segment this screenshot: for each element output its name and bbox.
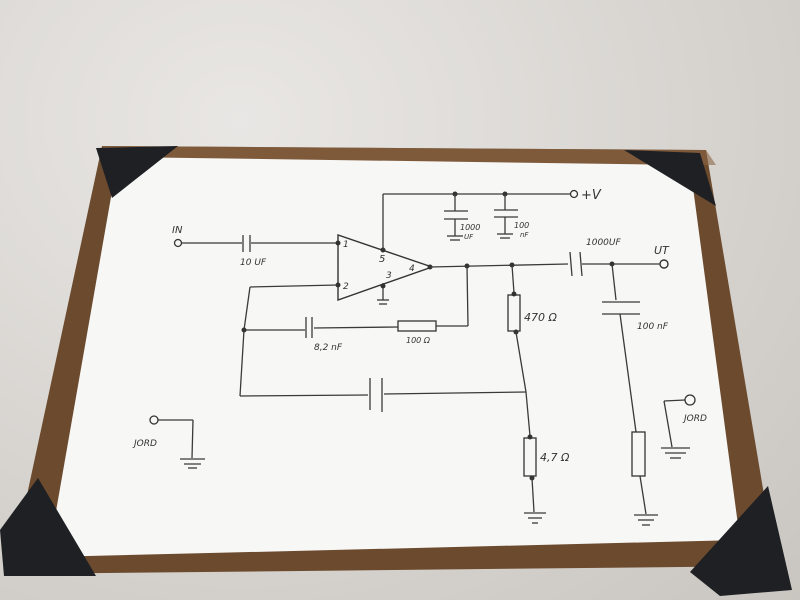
label-c-out: 1000UF [586,238,621,248]
label-ground-right: JORD [682,414,707,424]
label-supply: +V [581,188,602,203]
label-ground-left: JORD [132,439,157,449]
output-cap-plate-1 [569,251,573,277]
shunt-wire-mid [619,313,637,433]
output-terminal [659,259,669,269]
label-pin5: 5 [379,254,385,265]
label-r-47: 4,7 Ω [540,451,570,464]
resistor-4-7-ohm [523,437,537,477]
output-junction-2 [509,262,515,268]
corner-clip-top-left [96,146,178,198]
corner-clip-bottom-right [690,486,792,596]
r470-top-dot [511,291,517,297]
corner-clip-top-right [624,150,716,206]
bottom-wire-right [383,391,527,395]
output-wire-a [429,263,569,268]
bottom-wire-to-cap [239,394,369,397]
ground-right-wire-a [663,399,686,402]
shunt-wire-bottom [639,475,647,515]
label-c-sup2-b: nF [520,231,529,239]
pin2-wire-down [243,286,251,331]
label-pin2: 2 [343,282,349,292]
r47-wire-bottom [531,477,535,513]
ground-right-wire-b [663,400,673,448]
pin3-dot [380,283,386,289]
pin1-dot [335,240,341,246]
label-c-sup1-a: 1000 [460,223,480,232]
label-c-sup1-b: UF [464,233,474,241]
label-r-470: 470 Ω [524,311,557,324]
label-out: UT [654,244,670,257]
paper-sheet [48,157,740,557]
r470-wire-top [511,264,515,294]
label-pin3: 3 [386,271,392,281]
r47-top-dot [527,434,533,440]
label-c-in: 10 UF [240,258,267,268]
corner-clip-bottom-left [0,478,96,576]
r470-wire-bottom [515,331,527,393]
label-pin1: 1 [343,240,349,250]
feedback-wire-down [466,265,469,327]
label-r-fb-small: 100 Ω [406,336,431,345]
resistor-100-ohm [397,320,437,332]
r47-wire-top [525,391,531,437]
label-c-sup2-a: 100 [514,221,529,230]
shunt-resistor [631,431,646,477]
label-pin4: 4 [409,264,415,274]
label-c-fb: 8,2 nF [314,343,343,353]
pin2-wire [249,284,339,288]
input-terminal [173,238,183,248]
supply-terminal [569,189,579,199]
circuit-diagram: IN +V UT 1 2 3 4 5 10 UF 1000 UF 100 nF … [132,188,707,526]
output-cap-plate-2 [579,251,583,277]
ground-left-wire-b [191,419,194,459]
shunt-wire-top [611,263,617,301]
left-wire-down [239,329,245,397]
label-in: IN [172,225,183,236]
feedback-wire-to-cap [313,326,399,329]
label-c-shunt: 100 nF [637,322,669,332]
